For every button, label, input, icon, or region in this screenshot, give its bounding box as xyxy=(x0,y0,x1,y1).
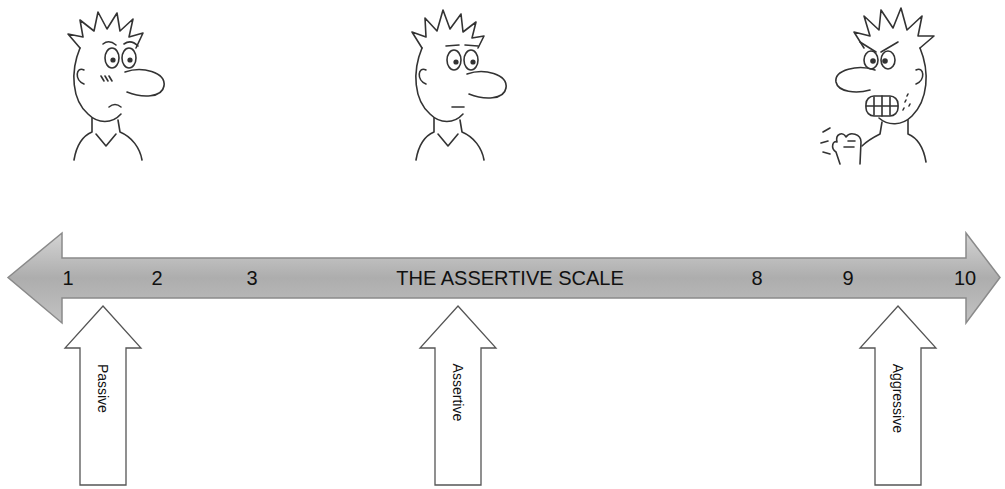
label-arrow-outline xyxy=(420,306,496,485)
shake-lines xyxy=(821,128,830,154)
label-arrow-outline xyxy=(860,306,936,485)
face-fist xyxy=(833,134,861,164)
face-pupil xyxy=(470,59,475,64)
scale-arrow: 1 2 3 THE ASSERTIVE SCALE 8 9 10 xyxy=(6,230,1002,325)
face-pupil xyxy=(882,58,888,64)
passive-face xyxy=(68,12,164,160)
face-head xyxy=(416,48,463,122)
assertive-face xyxy=(412,10,506,160)
face-blush xyxy=(101,76,112,81)
face-eye xyxy=(105,48,119,68)
scale-title: THE ASSERTIVE SCALE xyxy=(396,266,624,290)
face-mouth xyxy=(452,106,464,108)
aggressive-face xyxy=(821,8,934,164)
face-hair xyxy=(854,8,934,48)
style-label: Assertive xyxy=(450,364,467,422)
face-pupil xyxy=(870,58,876,64)
label-arrow: Aggressive xyxy=(859,305,937,486)
face-teeth-lines xyxy=(866,96,898,116)
face-brows xyxy=(446,45,478,46)
face-nose xyxy=(836,68,875,92)
style-label: Passive xyxy=(95,364,112,413)
face-eye xyxy=(122,48,136,68)
face-hair xyxy=(412,10,484,48)
label-arrow-outline xyxy=(65,306,141,485)
face-pupil xyxy=(127,57,132,62)
face-eye xyxy=(447,50,461,70)
face-body xyxy=(74,118,142,160)
face-teeth xyxy=(866,96,898,116)
scale-number: 2 xyxy=(151,266,162,290)
face-brows xyxy=(860,42,898,52)
face-eye xyxy=(464,50,478,70)
face-stubble xyxy=(903,94,910,110)
face-eye xyxy=(881,51,895,69)
face-hair xyxy=(68,12,143,48)
scale-number: 9 xyxy=(842,266,853,290)
label-arrow: Passive xyxy=(64,305,142,486)
scale-number: 1 xyxy=(62,266,73,290)
scale-number: 8 xyxy=(751,266,762,290)
label-arrow: Assertive xyxy=(419,305,497,486)
face-nose xyxy=(125,70,164,96)
face-pupil xyxy=(110,57,115,62)
style-label: Aggressive xyxy=(890,364,907,433)
scale-number: 10 xyxy=(954,266,976,290)
face-brows xyxy=(103,42,138,46)
face-head xyxy=(74,48,121,122)
face-body xyxy=(862,120,926,162)
scale-arrow-outline xyxy=(8,233,1000,323)
face-mouth xyxy=(109,105,121,108)
face-eye xyxy=(864,51,878,69)
face-body xyxy=(416,118,484,160)
face-pupil xyxy=(453,59,458,64)
scale-number: 3 xyxy=(246,266,257,290)
face-nose xyxy=(467,72,506,98)
